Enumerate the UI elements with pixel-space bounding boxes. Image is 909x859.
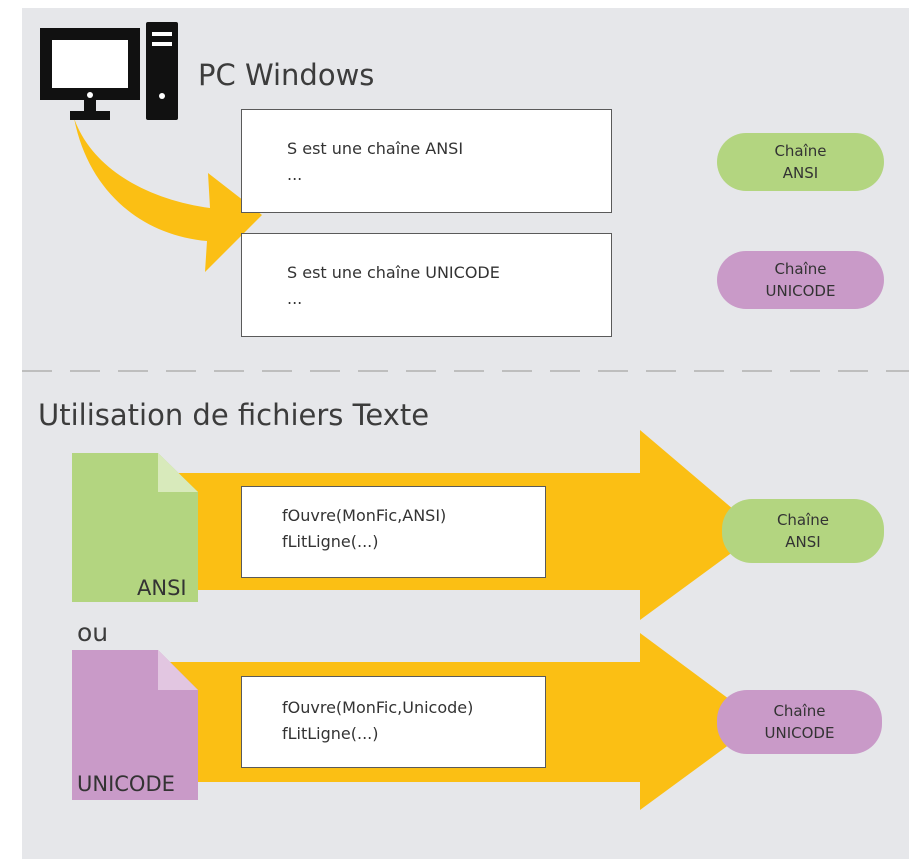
or-label: ou: [77, 618, 109, 647]
ansi-declaration-ellipsis: ...: [287, 165, 303, 184]
text-files-section-title: Utilisation de fichiers Texte: [38, 398, 430, 432]
ansi-result-pill-line1: Chaîne: [776, 511, 830, 529]
unicode-file-icon: [72, 650, 198, 800]
pc-unicode-pill-line2: UNICODE: [765, 282, 836, 300]
ansi-result-pill: Chaîne ANSI: [722, 499, 884, 563]
pc-ansi-string-pill: Chaîne ANSI: [717, 133, 884, 191]
pc-title: PC Windows: [198, 58, 375, 92]
ansi-declaration-box: S est une chaîne ANSI ...: [241, 109, 612, 213]
unicode-result-pill: Chaîne UNICODE: [717, 690, 882, 754]
pc-ansi-pill-line2: ANSI: [782, 164, 819, 182]
unicode-code-box: fOuvre(MonFic,Unicode) fLitLigne(...): [241, 676, 546, 768]
ansi-open-call: fOuvre(MonFic,ANSI): [282, 506, 447, 525]
ansi-readline-call: fLitLigne(...): [282, 532, 379, 551]
pc-unicode-string-pill: Chaîne UNICODE: [717, 251, 884, 309]
unicode-result-pill-line2: UNICODE: [764, 724, 835, 742]
ansi-file-label: ANSI: [137, 576, 187, 600]
unicode-declaration-line: S est une chaîne UNICODE: [287, 263, 500, 282]
unicode-declaration-box: S est une chaîne UNICODE ...: [241, 233, 612, 337]
pc-unicode-pill-line1: Chaîne: [774, 260, 827, 278]
ansi-result-pill-line2: ANSI: [785, 533, 821, 551]
pc-curved-arrow: [74, 118, 262, 272]
unicode-result-pill-line1: Chaîne: [773, 702, 826, 720]
pc-ansi-pill-line1: Chaîne: [774, 142, 827, 160]
unicode-file-label: UNICODE: [77, 772, 175, 796]
unicode-readline-call: fLitLigne(...): [282, 724, 379, 743]
unicode-declaration-ellipsis: ...: [287, 289, 303, 308]
ansi-file-icon: [72, 453, 198, 602]
ansi-declaration-line: S est une chaîne ANSI: [287, 139, 464, 158]
ansi-code-box: fOuvre(MonFic,ANSI) fLitLigne(...): [241, 486, 546, 578]
pc-computer-icon: [40, 22, 178, 120]
unicode-open-call: fOuvre(MonFic,Unicode): [282, 698, 474, 717]
